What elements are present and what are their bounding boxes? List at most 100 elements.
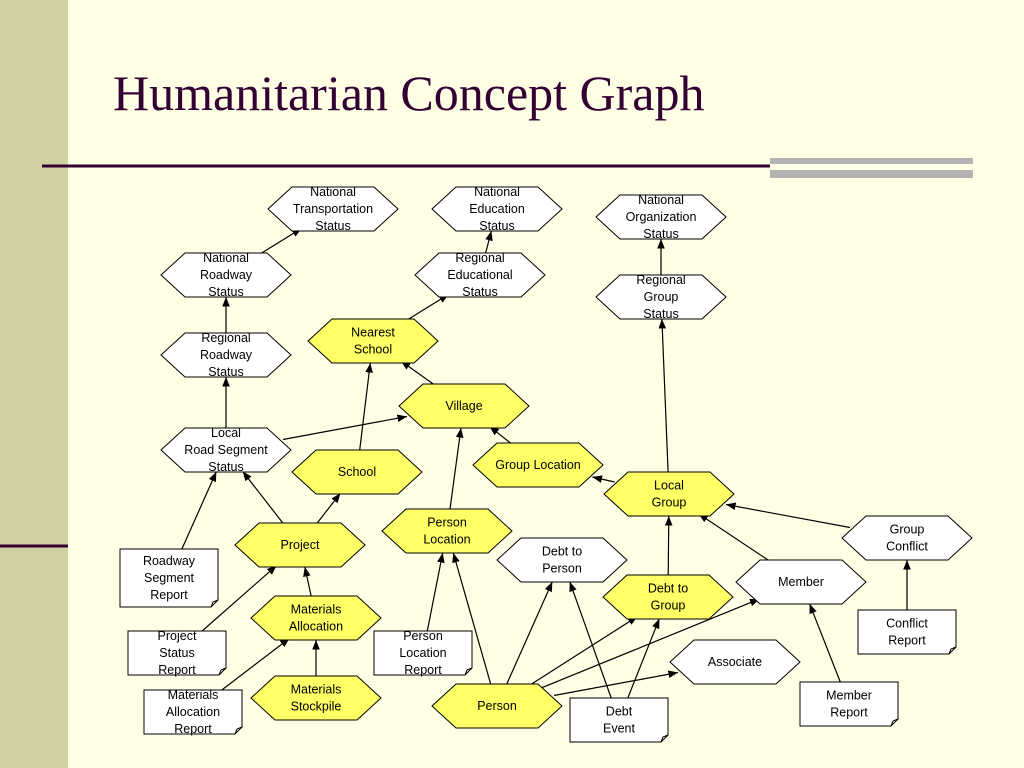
node-label-line: Nearest bbox=[351, 326, 395, 340]
node-label-line: Debt bbox=[606, 705, 633, 719]
concept-hexagon-shape bbox=[307, 318, 439, 364]
node-label-line: Status bbox=[643, 227, 678, 241]
concept-hexagon-shape bbox=[250, 675, 382, 721]
edge-debt-event-to-debt-to-person bbox=[569, 581, 612, 699]
node-label-line: Person bbox=[403, 629, 443, 643]
concept-hexagon-shape bbox=[267, 186, 399, 232]
edge-debt-event-to-debt-to-group bbox=[627, 618, 660, 699]
edge-regional-educational-status-to-national-education-status bbox=[485, 230, 493, 254]
report-document-shape bbox=[799, 681, 899, 727]
node-school: School bbox=[291, 449, 423, 495]
node-label-line: Report bbox=[174, 722, 212, 736]
concept-hexagon-shape bbox=[234, 522, 366, 568]
gray-accent-bar-bottom bbox=[770, 170, 973, 178]
node-label-line: Person bbox=[542, 562, 582, 576]
node-label-line: Status bbox=[315, 219, 350, 233]
concept-hexagon-shape bbox=[250, 595, 382, 641]
edge-person-location-to-village bbox=[449, 427, 464, 510]
node-label-line: Group Location bbox=[495, 458, 581, 472]
edge-group-conflict-to-local-group bbox=[725, 502, 851, 529]
node-label-line: Report bbox=[404, 663, 442, 677]
node-label-line: Event bbox=[603, 722, 635, 736]
node-label-line: Organization bbox=[626, 210, 697, 224]
slide-title: Humanitarian Concept Graph bbox=[113, 65, 705, 121]
concept-hexagon-shape bbox=[431, 683, 563, 729]
node-label-line: Materials bbox=[291, 683, 342, 697]
node-label-line: Educational bbox=[447, 268, 512, 282]
folded-corner bbox=[218, 667, 227, 676]
concept-hexagon-shape bbox=[472, 442, 604, 488]
node-label-line: Status bbox=[208, 285, 243, 299]
report-document-shape bbox=[127, 630, 227, 676]
node-label-line: Allocation bbox=[289, 620, 343, 634]
edge-local-group-to-group-location bbox=[592, 475, 615, 483]
concept-hexagon-shape bbox=[414, 252, 546, 298]
edge-local-road-segment-status-to-village bbox=[282, 414, 408, 441]
node-label-line: Conflict bbox=[886, 617, 928, 631]
node-label-line: Road Segment bbox=[184, 443, 268, 457]
report-document-shape bbox=[569, 697, 669, 743]
edge-nearest-school-to-regional-educational-status bbox=[403, 293, 450, 323]
folded-corner bbox=[210, 599, 219, 608]
edge-member-report-to-member bbox=[809, 603, 841, 683]
node-label-line: Status bbox=[159, 646, 194, 660]
node-label-line: National bbox=[474, 185, 520, 199]
node-associate: Associate bbox=[669, 639, 801, 685]
node-label-line: National bbox=[203, 251, 249, 265]
node-label-line: Education bbox=[469, 202, 525, 216]
edge-materials-allocation-report-to-materials-allocation bbox=[221, 637, 291, 691]
node-person: Person bbox=[431, 683, 563, 729]
edge-person-to-person-location bbox=[452, 552, 492, 685]
node-village: Village bbox=[398, 383, 530, 429]
concept-hexagon-shape bbox=[160, 252, 292, 298]
node-label-line: Debt to bbox=[542, 545, 582, 559]
node-label-line: Materials bbox=[168, 688, 219, 702]
node-label-line: Local bbox=[211, 426, 241, 440]
node-label-line: Roadway bbox=[200, 268, 253, 282]
report-document-shape bbox=[373, 630, 473, 676]
node-label-line: Village bbox=[445, 399, 482, 413]
node-label-line: Member bbox=[826, 689, 872, 703]
node-label-line: Group bbox=[651, 599, 686, 613]
report-document-shape bbox=[119, 548, 219, 608]
edge-national-roadway-status-to-national-transportation-status bbox=[256, 227, 303, 257]
node-label-line: Group bbox=[644, 290, 679, 304]
node-group-location: Group Location bbox=[472, 442, 604, 488]
concept-hexagon-shape bbox=[160, 427, 292, 473]
concept-hexagon-shape bbox=[595, 274, 727, 320]
node-label-line: Group bbox=[652, 496, 687, 510]
node-label-line: Materials bbox=[291, 603, 342, 617]
node-label-line: Member bbox=[778, 575, 824, 589]
node-label-line: Roadway bbox=[143, 554, 196, 568]
edge-person-to-debt-to-person bbox=[506, 581, 553, 685]
node-label-line: Group bbox=[890, 523, 925, 537]
node-label-line: School bbox=[338, 465, 376, 479]
node-label-line: Person bbox=[427, 516, 467, 530]
left-accent-bar bbox=[0, 0, 68, 768]
edge-group-location-to-village bbox=[489, 425, 513, 446]
node-label-line: Location bbox=[399, 646, 446, 660]
node-label-line: Project bbox=[281, 538, 320, 552]
node-label-line: Report bbox=[888, 634, 926, 648]
concept-hexagon-shape bbox=[160, 332, 292, 378]
folded-corner bbox=[464, 667, 473, 676]
concept-hexagon-shape bbox=[669, 639, 801, 685]
edge-materials-allocation-to-project bbox=[303, 566, 312, 597]
edge-local-group-to-regional-group-status bbox=[658, 318, 669, 473]
node-label-line: Status bbox=[462, 285, 497, 299]
edge-project-to-local-road-segment-status bbox=[242, 470, 284, 525]
node-debt-to-person: Debt to Person bbox=[496, 537, 628, 583]
